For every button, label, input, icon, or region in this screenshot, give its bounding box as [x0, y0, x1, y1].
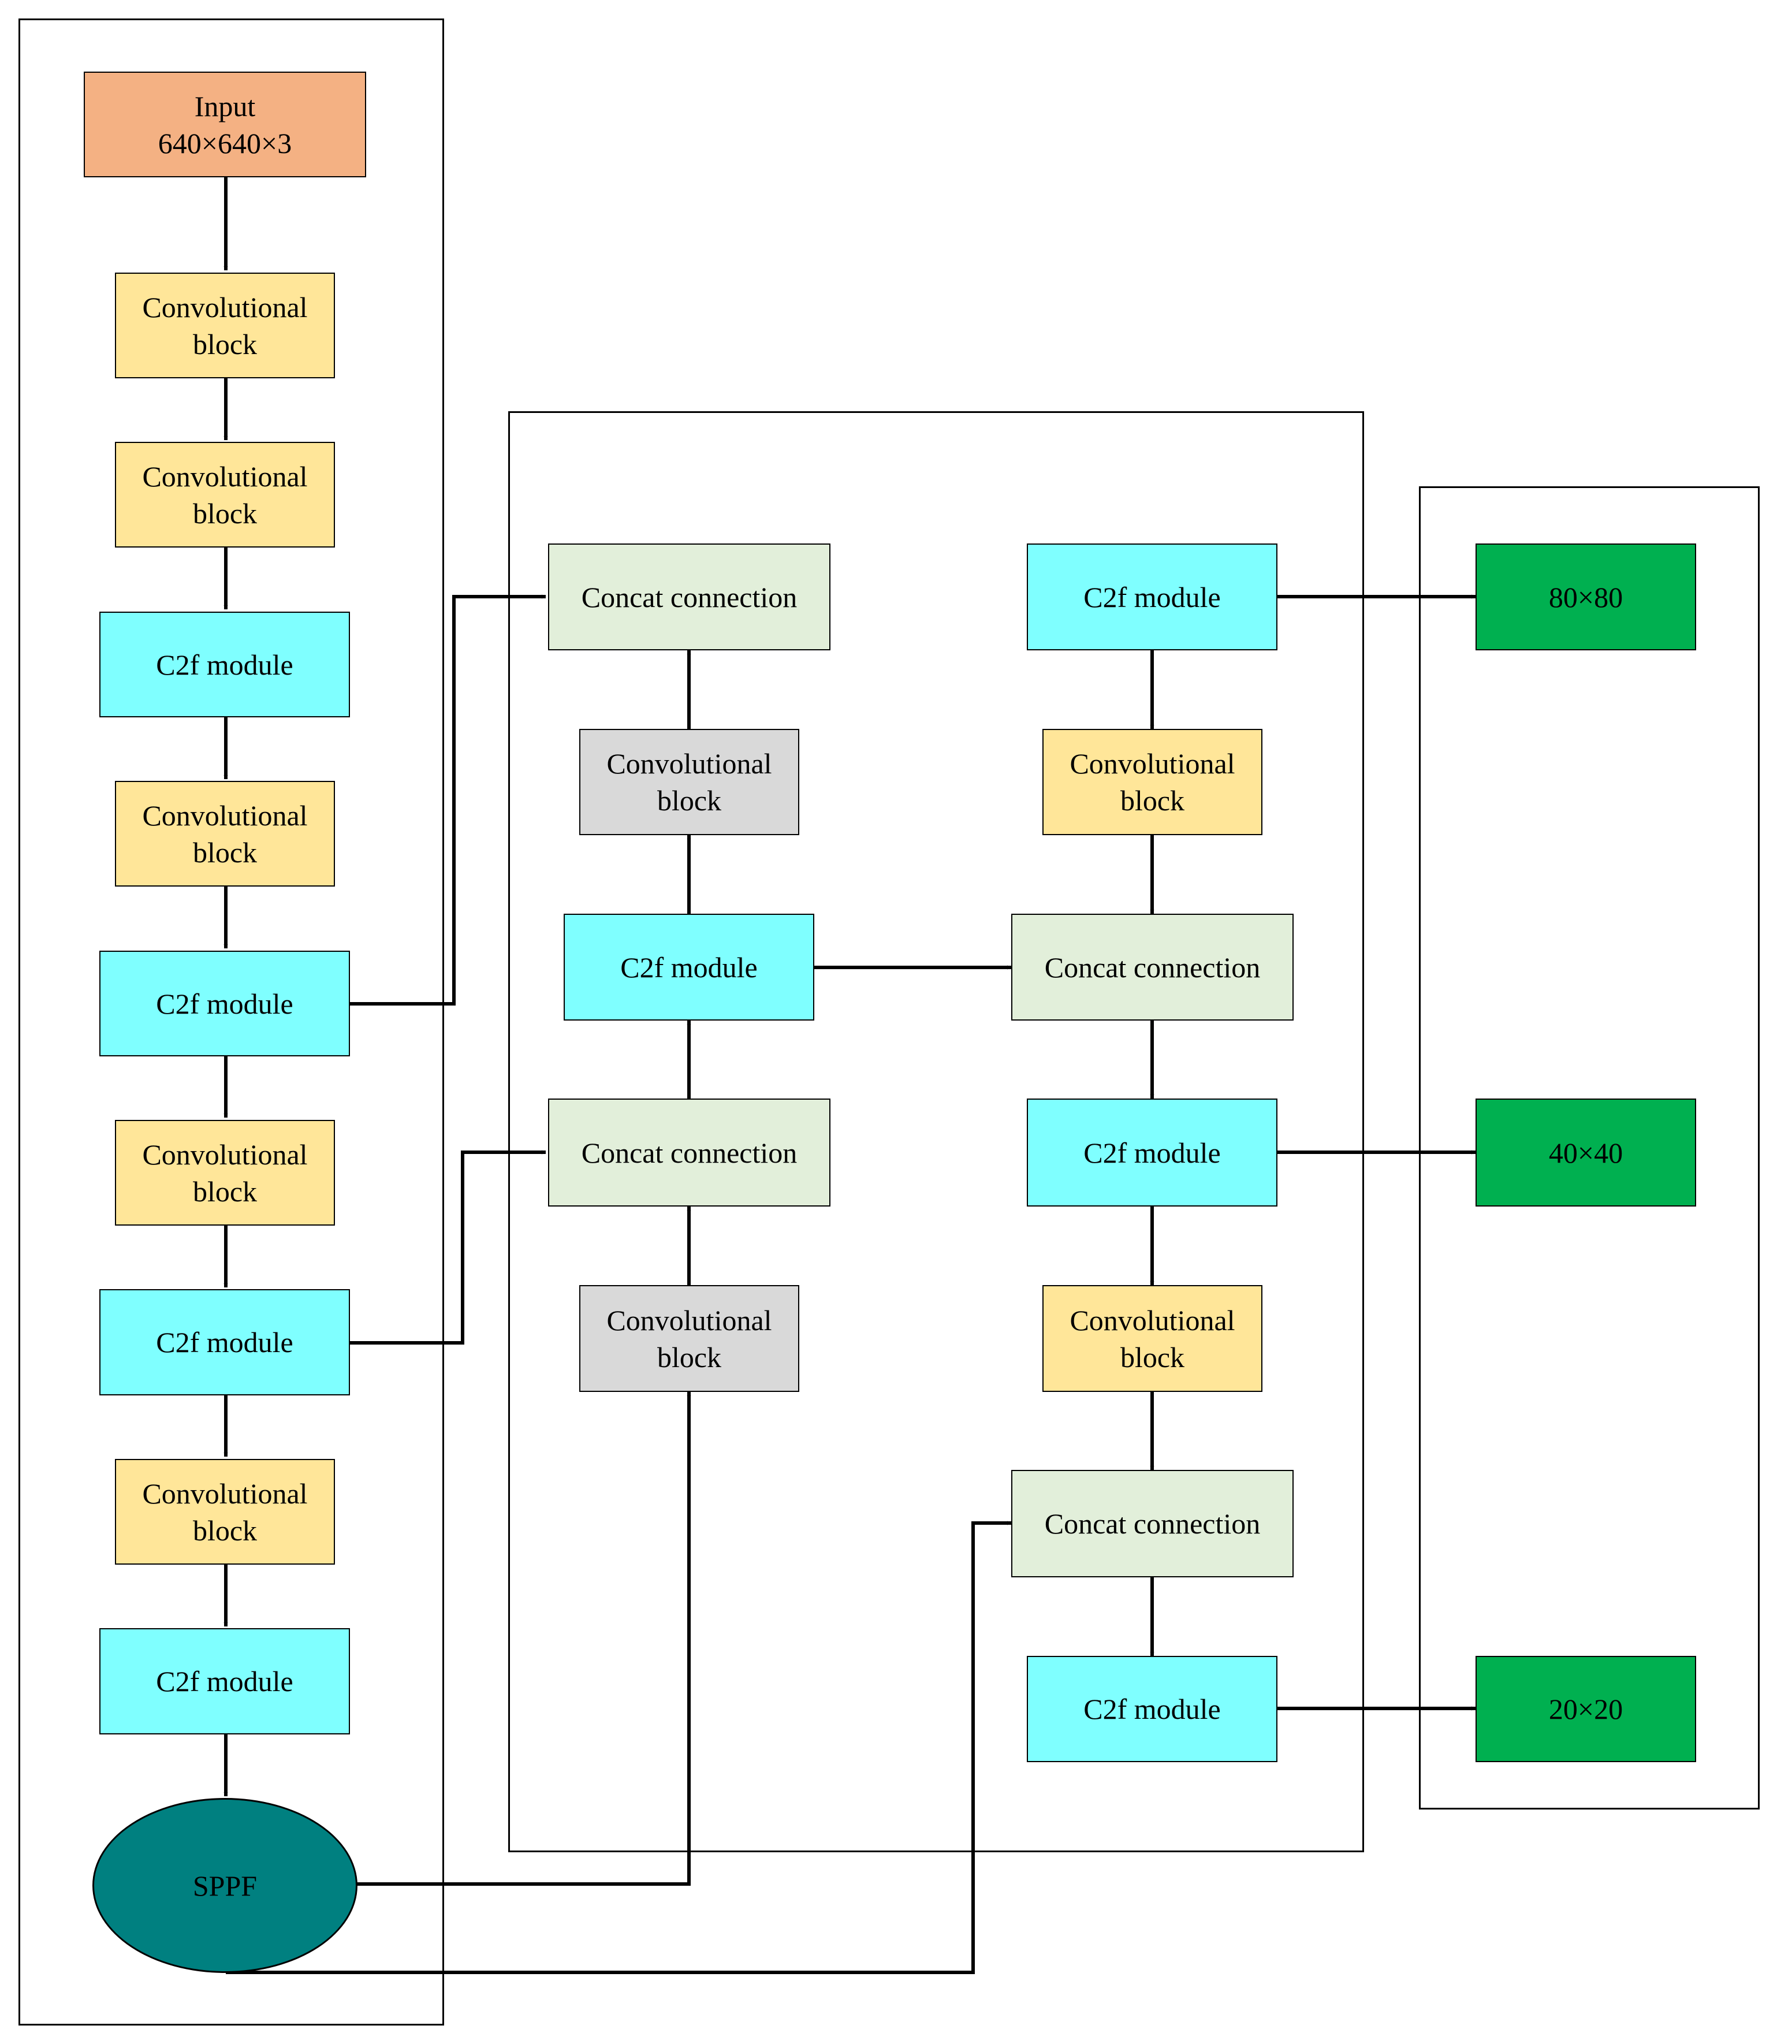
c2f-module-1-label: C2f module — [156, 648, 293, 681]
arrow-c2f2-concat-top — [350, 594, 546, 1006]
conv-block-3: Convolutional block — [115, 781, 335, 887]
conv-right-2-line1: Convolutional — [1070, 1304, 1235, 1336]
output-80: 80×80 — [1476, 543, 1696, 650]
conv-gray-bottom-line1: Convolutional — [606, 1304, 772, 1336]
conv-block-1-line1: Convolutional — [142, 291, 308, 323]
output-20: 20×20 — [1476, 1656, 1696, 1762]
concat-top-label: Concat connection — [581, 580, 798, 613]
conv-block-4-line2: block — [192, 1175, 258, 1208]
c2f-module-1: C2f module — [99, 612, 350, 717]
input-size: 640×640×3 — [158, 126, 292, 159]
concat-right-2-label: Concat connection — [1044, 1507, 1261, 1540]
conv-block-5-line2: block — [192, 1514, 258, 1547]
conv-block-1-line2: block — [192, 327, 258, 360]
c2f-right-3: C2f module — [1027, 1656, 1277, 1762]
conv-block-2-line1: Convolutional — [142, 460, 308, 493]
conv-block-5: Convolutional block — [115, 1459, 335, 1565]
arrow-c2f3-concat-mid — [350, 1150, 546, 1345]
conv-block-2-line2: block — [192, 497, 258, 530]
conv-right-2-line2: block — [1120, 1341, 1185, 1373]
c2f-module-4: C2f module — [99, 1628, 350, 1734]
c2f-module-2-label: C2f module — [156, 987, 293, 1020]
conv-block-5-line1: Convolutional — [142, 1477, 308, 1510]
c2f-right-3-label: C2f module — [1083, 1693, 1221, 1725]
conv-right-1-line2: block — [1120, 784, 1185, 817]
output-40: 40×40 — [1476, 1099, 1696, 1207]
c2f-right-1-label: C2f module — [1083, 580, 1221, 613]
conv-block-1: Convolutional block — [115, 273, 335, 378]
c2f-right-2: C2f module — [1027, 1099, 1277, 1207]
c2f-mid-label: C2f module — [620, 951, 758, 984]
concat-right-2: Concat connection — [1011, 1470, 1294, 1577]
conv-gray-top-line2: block — [657, 784, 722, 817]
output-20-label: 20×20 — [1548, 1693, 1623, 1725]
backbone-panel — [18, 18, 444, 2026]
conv-gray-bottom-line2: block — [657, 1341, 722, 1373]
c2f-module-4-label: C2f module — [156, 1665, 293, 1697]
concat-right-1: Concat connection — [1011, 914, 1294, 1021]
conv-right-2: Convolutional block — [1042, 1285, 1262, 1392]
conv-block-2: Convolutional block — [115, 442, 335, 548]
sppf-label: SPPF — [192, 1869, 258, 1902]
sppf-node: SPPF — [92, 1798, 357, 1973]
concat-top: Concat connection — [548, 543, 830, 650]
conv-block-4-line1: Convolutional — [142, 1138, 308, 1171]
output-panel — [1419, 486, 1760, 1810]
conv-gray-bottom: Convolutional block — [579, 1285, 799, 1392]
conv-block-4: Convolutional block — [115, 1120, 335, 1226]
c2f-module-3: C2f module — [99, 1289, 350, 1395]
conv-right-1-line1: Convolutional — [1070, 747, 1235, 780]
conv-block-3-line2: block — [192, 836, 258, 869]
input-node: Input 640×640×3 — [84, 72, 366, 177]
c2f-module-3-label: C2f module — [156, 1326, 293, 1358]
concat-mid: Concat connection — [548, 1099, 830, 1207]
output-80-label: 80×80 — [1548, 580, 1623, 613]
conv-gray-top-line1: Convolutional — [606, 747, 772, 780]
c2f-mid: C2f module — [564, 914, 814, 1021]
output-40-label: 40×40 — [1548, 1136, 1623, 1169]
conv-block-3-line1: Convolutional — [142, 799, 308, 832]
c2f-right-1: C2f module — [1027, 543, 1277, 650]
arrow-sppf-conv-gray-bottom — [356, 1392, 691, 1886]
neck-panel — [508, 411, 1364, 1852]
conv-right-1: Convolutional block — [1042, 729, 1262, 835]
arrow-sppf-concat-r2 — [226, 1521, 1011, 1974]
c2f-module-2: C2f module — [99, 951, 350, 1056]
concat-mid-label: Concat connection — [581, 1136, 798, 1169]
input-label: Input — [194, 90, 256, 122]
conv-gray-top: Convolutional block — [579, 729, 799, 835]
c2f-right-2-label: C2f module — [1083, 1136, 1221, 1169]
concat-right-1-label: Concat connection — [1044, 951, 1261, 984]
